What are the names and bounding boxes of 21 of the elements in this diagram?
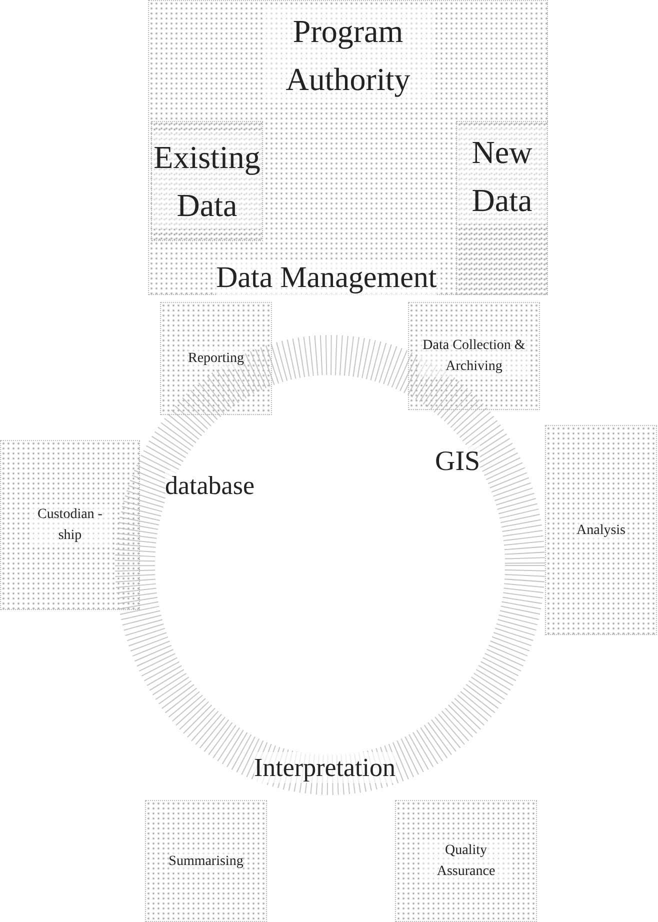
stippled-box: [151, 121, 263, 241]
stippled-box: [456, 121, 548, 295]
box-label: Summarising: [168, 850, 244, 872]
box-label: Existing Data: [152, 133, 262, 229]
stippled-box: [545, 425, 657, 635]
stippled-box: [408, 302, 540, 410]
box-label: Quality Assurance: [421, 840, 511, 882]
text-label: Data Management: [216, 260, 437, 296]
stippled-box: [145, 800, 267, 922]
text-label: database: [165, 470, 255, 502]
stippled-box: [148, 0, 548, 295]
stippled-box: [160, 302, 272, 415]
text-label: Interpretation: [254, 752, 396, 784]
box-label: Reporting: [188, 348, 244, 369]
box-label: Program Authority: [263, 7, 433, 103]
box-label: Analysis: [576, 520, 626, 540]
box-label: Data Collection & Archiving: [419, 335, 529, 377]
box-label: New Data: [457, 128, 547, 224]
box-label: Custodian -ship: [30, 504, 110, 546]
stippled-box: [395, 800, 537, 922]
stippled-box: [0, 440, 140, 610]
